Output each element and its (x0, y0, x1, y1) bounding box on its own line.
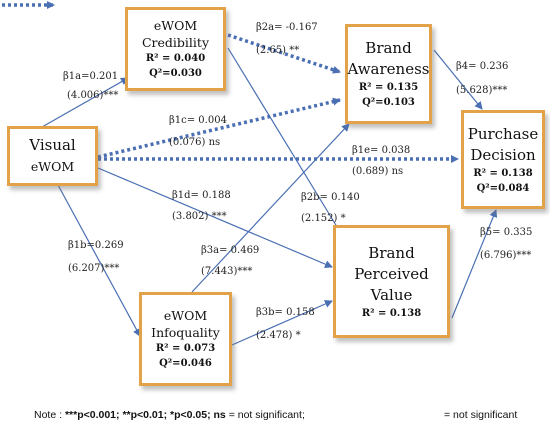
node-title: Brand (368, 243, 415, 262)
note-p4: ; ns (207, 409, 226, 421)
arrow-b2a (227, 33, 341, 74)
node-q2: Q²=0.103 (362, 97, 415, 108)
note-p2: ; **p<0.01 (116, 409, 164, 421)
label-b1b-t: (6.207)*** (68, 263, 120, 274)
label-b5-coef: β5= 0.335 (480, 227, 533, 238)
significance-note: Note : ***p<0.001; **p<0.01; *p<0.05; ns… (34, 409, 305, 421)
node-title: Awareness (347, 60, 430, 78)
arrow-b3a (191, 123, 350, 293)
label-b1d-coef: β1d= 0.188 (172, 190, 231, 201)
node-r2: R² = 0.138 (473, 167, 533, 179)
node-q2: Q²=0.030 (149, 68, 202, 79)
label-b3a-coef: β3a= 0.469 (201, 245, 260, 256)
legend-dotted-line-icon (2, 1, 55, 9)
label-b2a-coef: β2a= -0.167 (256, 22, 318, 33)
arrow-b1b (57, 184, 141, 337)
label-b1e-t: (0.689) ns (352, 166, 404, 177)
label-b1e-coef: β1e= 0.038 (352, 145, 411, 156)
node-r2: R² = 0.138 (361, 307, 422, 319)
arrow-b2b (227, 47, 346, 241)
arrow-b5 (451, 209, 498, 319)
arrow-b4 (433, 49, 483, 110)
node-purchase-decision: Purchase Decision R² = 0.138 Q²=0.084 (461, 110, 545, 209)
node-title: eWOM (30, 159, 75, 174)
node-title: Decision (470, 145, 536, 164)
node-title: Credibility (141, 35, 210, 50)
label-b1b-coef: β1b=0.269 (68, 240, 124, 251)
node-title: Value (370, 285, 413, 304)
label-b4-t: (5.628)*** (456, 85, 508, 96)
label-b1c-t: (0.076) ns (169, 137, 221, 148)
node-ewom-credibility: eWOM Credibility R² = 0.040 Q²=0.030 (125, 7, 226, 91)
node-title: Brand (365, 39, 412, 57)
arrow-b1d (97, 167, 333, 268)
label-b5-t: (6.796)*** (480, 250, 532, 261)
label-b1c-coef: β1c= 0.004 (169, 115, 227, 126)
label-b2b-t: (2.152) * (301, 213, 346, 224)
node-title: Infoquality (151, 325, 220, 340)
node-r2: R² = 0.073 (155, 343, 216, 354)
arrow-b1a (41, 77, 129, 128)
label-b2a-t: (2.65) ** (256, 45, 300, 56)
note-prefix: Note : (34, 409, 65, 421)
node-visual-ewom: Visual eWOM (7, 126, 98, 186)
node-title: Perceived (354, 264, 429, 283)
node-title: Visual (29, 136, 76, 154)
node-brand-perceived-value: Brand Perceived Value R² = 0.138 (333, 225, 450, 338)
label-b4-coef: β4= 0.236 (456, 61, 509, 72)
label-b3a-t: (7.443)*** (201, 266, 253, 277)
label-b3b-t: (2.478) * (256, 330, 301, 341)
label-b1a-t: (4.006)*** (67, 90, 119, 101)
node-q2: Q²=0.084 (476, 182, 530, 194)
node-q2: Q²=0.046 (159, 358, 212, 369)
label-b3b-coef: β3b= 0.158 (256, 307, 315, 318)
label-b1a-coef: β1a=0.201 (63, 71, 119, 82)
node-title: eWOM (163, 308, 208, 323)
arrow-b3b (231, 300, 333, 346)
note-p1: ***p<0.001 (64, 409, 117, 421)
node-title: Purchase (467, 124, 539, 143)
label-b2b-coef: β2b= 0.140 (301, 192, 360, 203)
arrow-b1c (97, 97, 341, 159)
node-ewom-infoquality: eWOM Infoquality R² = 0.073 Q²=0.046 (139, 292, 232, 386)
label-b1d-t: (3.802) *** (172, 211, 227, 222)
node-r2: R² = 0.135 (358, 82, 419, 93)
node-r2: R² = 0.040 (145, 53, 206, 64)
note-p3: ; *p<0.05 (163, 409, 208, 421)
node-title: eWOM (153, 18, 198, 33)
node-brand-awareness: Brand Awareness R² = 0.135 Q²=0.103 (345, 24, 432, 124)
legend-not-significant: = not significant (444, 409, 518, 421)
note-p5: = not significant; (228, 409, 305, 421)
